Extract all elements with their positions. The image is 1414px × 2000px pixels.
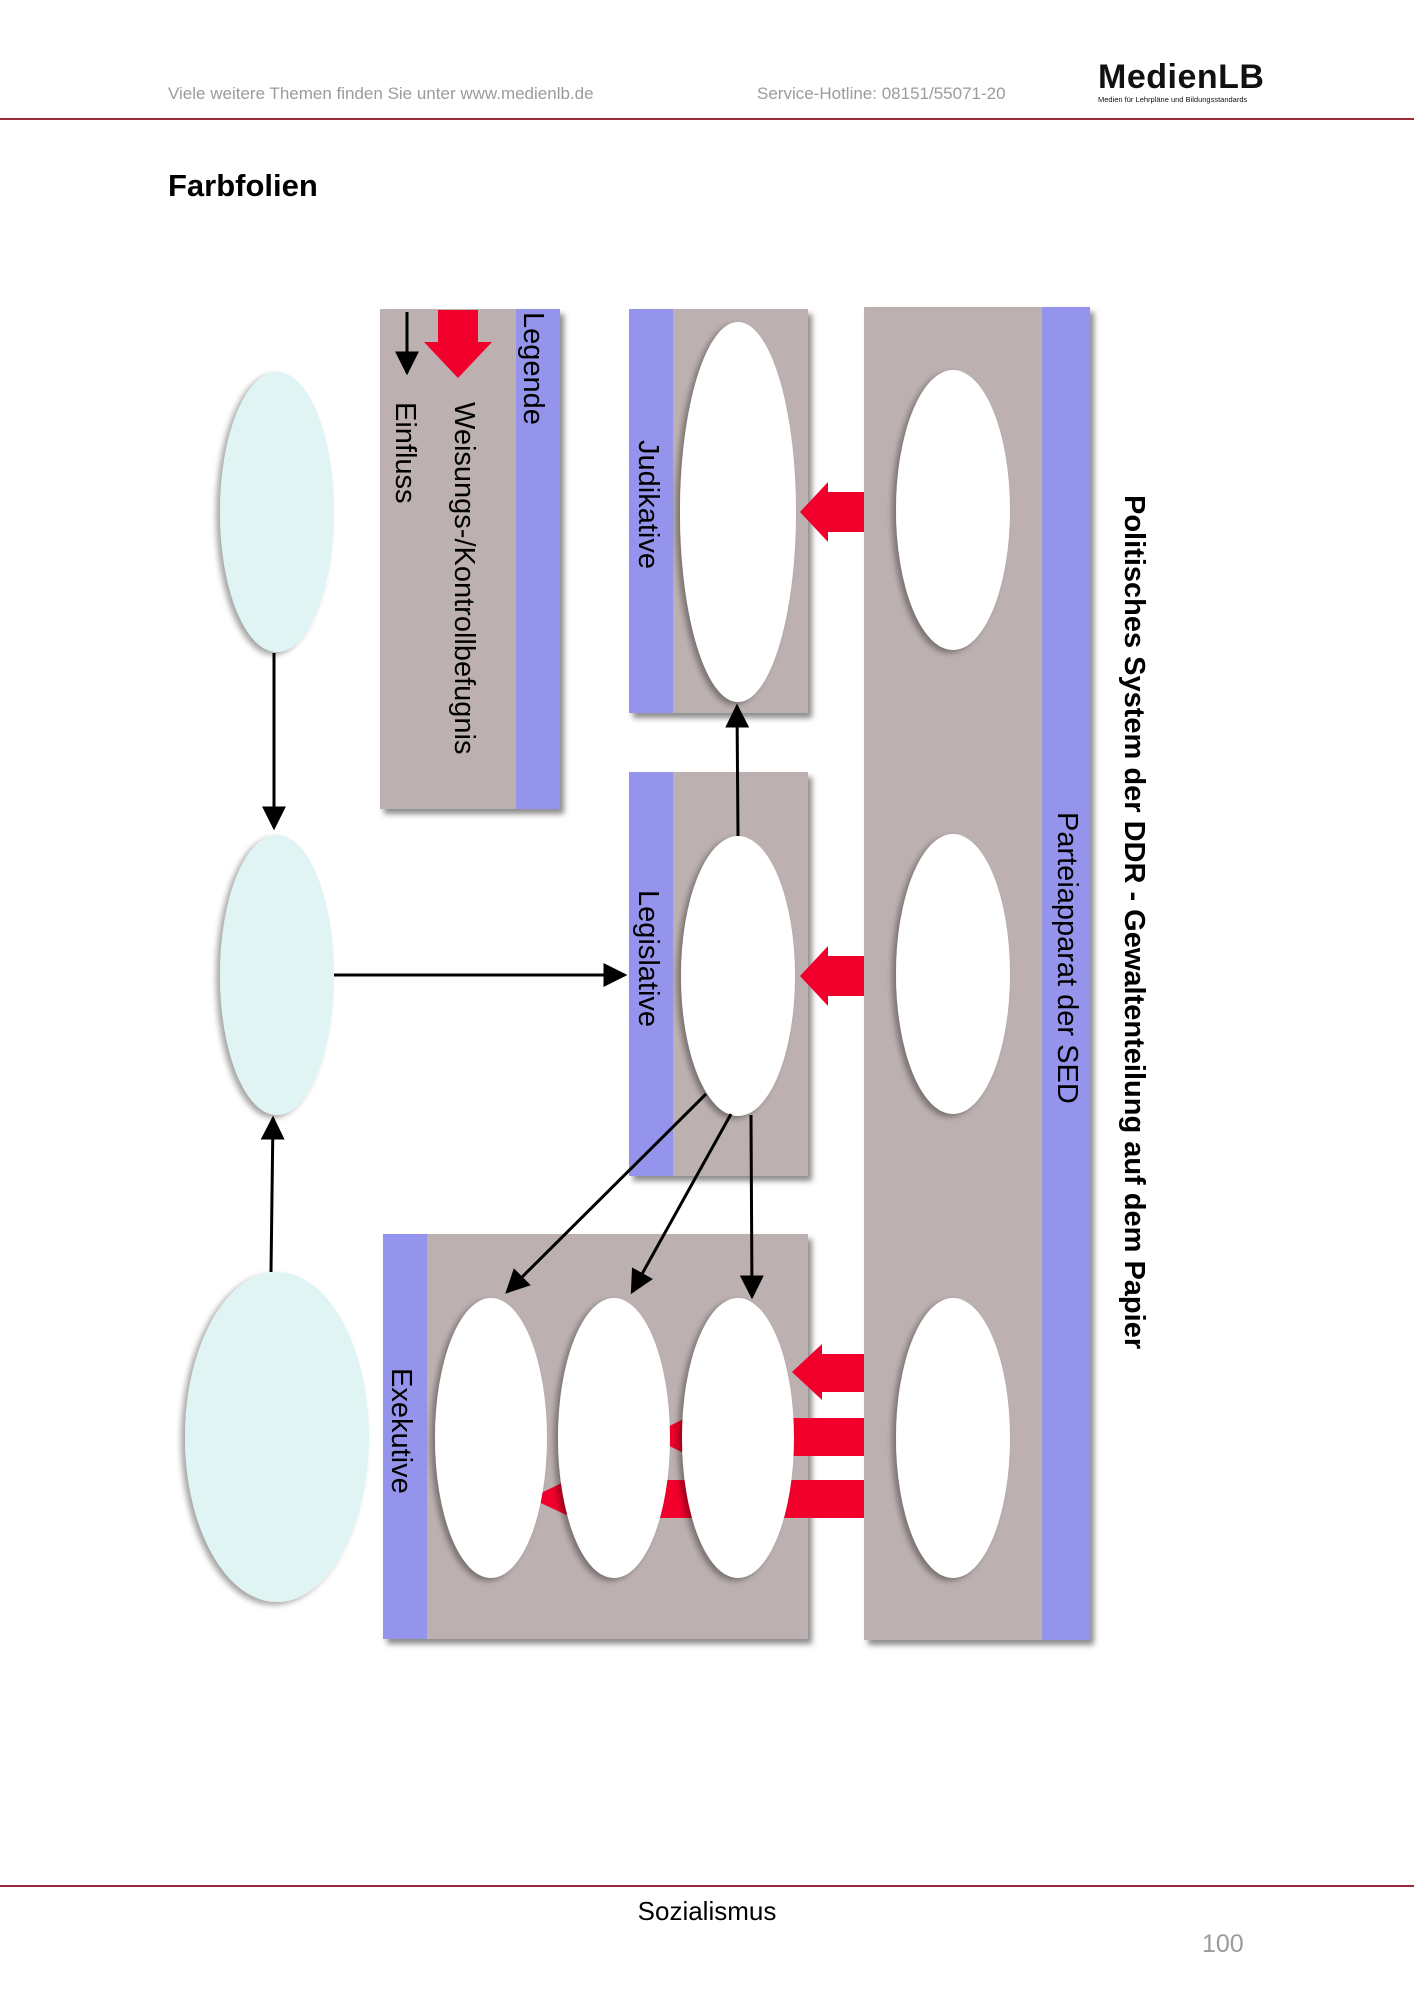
influence-arrow-to-exekutive-1: [505, 1092, 708, 1294]
red-arrow-to-judikative: [800, 482, 864, 542]
legend-panel: [380, 309, 560, 809]
influence-arrow-bottom-to-middle: [260, 1115, 285, 1273]
exekutive-label: Exekutive: [385, 1368, 417, 1494]
exekutive-ellipse-1: [435, 1298, 547, 1578]
medienlb-logo-tagline: Medien für Lehrpläne und Bildungsstandar…: [1098, 95, 1248, 104]
party-ellipse-bottom: [896, 1298, 1010, 1578]
header-website-text: Viele weitere Themen finden Sie unter ww…: [168, 84, 594, 103]
legislative-label: Legislative: [632, 890, 664, 1027]
judikative-label: Judikative: [632, 440, 664, 569]
header-hotline-text: Service-Hotline: 08151/55071-20: [757, 84, 1006, 103]
legend-title: Legende: [517, 312, 549, 425]
footer-topic: Sozialismus: [637, 1896, 777, 1926]
exekutive-ellipse-3: [682, 1298, 794, 1578]
influence-arrow-to-exekutive-2: [630, 1113, 733, 1295]
party-ellipse-middle: [896, 834, 1010, 1114]
red-arrow-to-exekutive-1: [792, 1344, 864, 1400]
footer-divider: [0, 1885, 1414, 1887]
legislative-ellipse: [681, 836, 795, 1116]
influence-arrow-to-exekutive-3: [739, 1114, 764, 1300]
cyan-ellipse-middle: [220, 835, 334, 1115]
medienlb-logo: MedienLB: [1098, 58, 1265, 96]
page-header: Viele weitere Themen finden Sie unter ww…: [0, 0, 1414, 122]
header-divider: [0, 118, 1414, 120]
exekutive-ellipse-2: [558, 1298, 670, 1578]
red-arrow-to-legislative: [800, 946, 864, 1006]
legend-red-label: Weisungs-/Kontrollbefugnis: [448, 402, 480, 755]
legend-black-label: Einfluss: [389, 402, 421, 504]
influence-arrow-legislative-to-judikative: [725, 703, 750, 837]
diagram-title: Politisches System der DDR - Gewaltentei…: [1118, 495, 1150, 1349]
page-title: Farbfolien: [168, 168, 318, 203]
cyan-ellipse-bottom: [185, 1272, 369, 1602]
party-ellipse-top: [896, 370, 1010, 650]
page-number: 100: [1202, 1930, 1244, 1958]
party-apparatus-label: Parteiapparat der SED: [1051, 812, 1083, 1104]
legend-red-arrow-icon: [424, 310, 492, 378]
cyan-ellipse-top: [220, 372, 334, 652]
judikative-ellipse: [680, 322, 796, 702]
